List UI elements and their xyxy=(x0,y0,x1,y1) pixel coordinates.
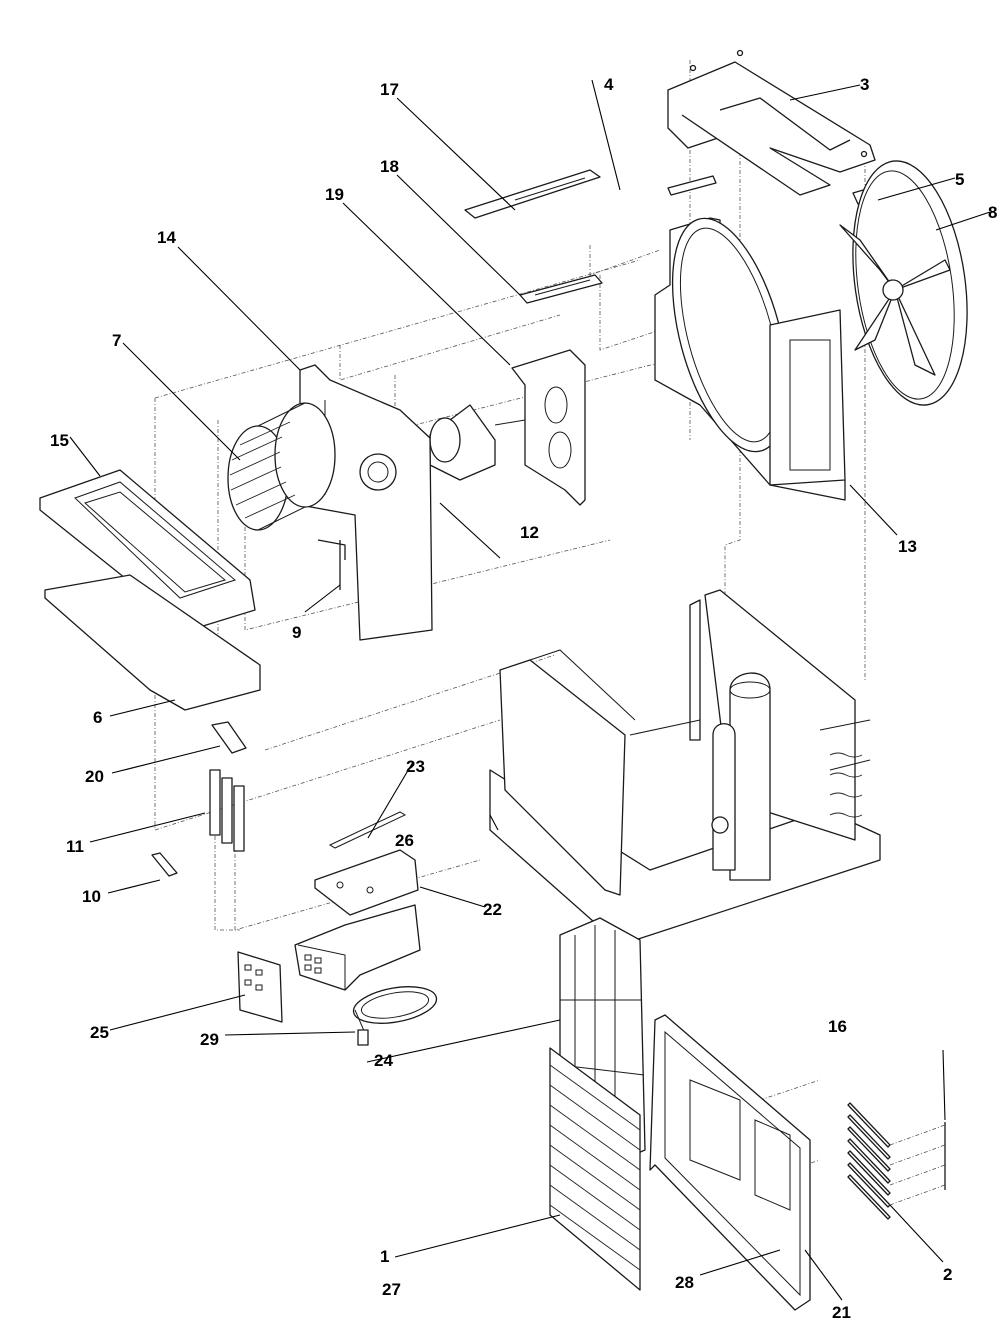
callout-18: 18 xyxy=(380,157,399,176)
callout-24: 24 xyxy=(374,1051,393,1070)
part-strip xyxy=(667,175,717,196)
callout-15: 15 xyxy=(50,431,69,450)
part-front-grille xyxy=(549,1047,641,1291)
callout-21: 21 xyxy=(832,1303,851,1322)
callout-28: 28 xyxy=(675,1273,694,1292)
part-condenser-fan xyxy=(839,160,968,406)
callout-2: 2 xyxy=(943,1265,952,1284)
callout-17: 17 xyxy=(380,80,399,99)
part-orifice-plate xyxy=(299,364,433,641)
callout-6: 6 xyxy=(93,708,102,727)
part-control-overlay xyxy=(237,951,283,1023)
part-top-cover xyxy=(667,49,876,196)
callout-10: 10 xyxy=(82,887,101,906)
callout-labels: 1 2 3 4 5 6 7 8 9 10 11 12 13 14 15 16 1… xyxy=(50,75,997,1322)
callout-13: 13 xyxy=(898,537,917,556)
callout-16: 16 xyxy=(828,1017,847,1036)
part-heater-clip xyxy=(151,852,178,877)
part-motor-bracket xyxy=(511,349,586,506)
callout-26: 26 xyxy=(395,831,414,850)
part-heater-elements xyxy=(209,769,245,852)
part-bracket-upper xyxy=(464,169,601,219)
part-chassis xyxy=(489,589,881,946)
callout-14: 14 xyxy=(157,228,176,247)
callout-23: 23 xyxy=(406,757,425,776)
callout-20: 20 xyxy=(85,767,104,786)
part-shroud xyxy=(654,217,846,501)
part-control-box xyxy=(294,904,421,991)
part-blower-wheel xyxy=(227,402,336,531)
part-power-cord xyxy=(352,986,438,1046)
callout-19: 19 xyxy=(325,185,344,204)
callout-3: 3 xyxy=(860,75,869,94)
callout-25: 25 xyxy=(90,1023,109,1042)
part-heater-bracket xyxy=(211,721,247,754)
callout-11: 11 xyxy=(66,837,84,856)
callout-1: 1 xyxy=(380,1247,389,1266)
callout-4: 4 xyxy=(604,75,614,94)
callout-29: 29 xyxy=(200,1030,219,1049)
part-base-upper xyxy=(39,469,256,631)
callout-12: 12 xyxy=(520,523,539,542)
part-control-bracket xyxy=(314,849,419,916)
part-louvers xyxy=(847,1102,946,1220)
callout-9: 9 xyxy=(292,623,301,642)
callout-27: 27 xyxy=(382,1280,401,1299)
part-small-bracket xyxy=(317,539,346,590)
callout-22: 22 xyxy=(483,900,502,919)
part-bracket-lower xyxy=(519,274,603,304)
part-base-lower xyxy=(44,574,261,711)
part-thermostat-sensor xyxy=(328,811,407,849)
callout-8: 8 xyxy=(988,203,997,222)
callout-5: 5 xyxy=(955,170,964,189)
callout-7: 7 xyxy=(112,331,121,350)
part-front-panel xyxy=(649,1014,811,1311)
leader-lines xyxy=(69,79,991,1301)
